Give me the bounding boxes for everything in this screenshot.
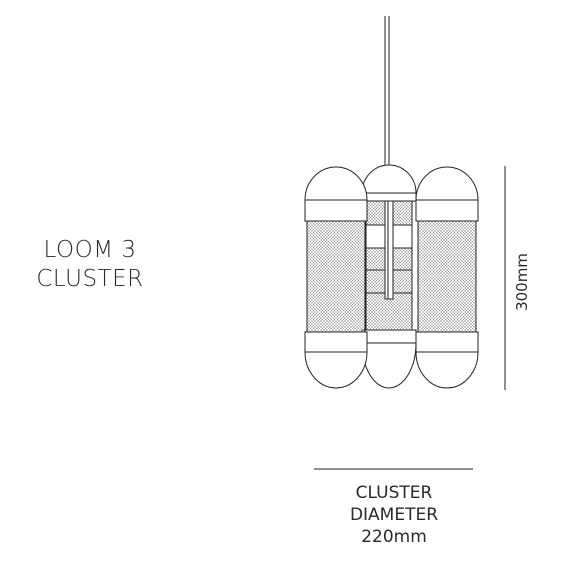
height-dimension-label: 300mm <box>513 253 531 311</box>
diameter-value: 220mm <box>361 527 427 547</box>
title-line-2: CLUSTER <box>36 266 144 292</box>
right-tube-bottom-cap <box>415 351 479 389</box>
diameter-label-line-1: CLUSTER <box>355 483 433 503</box>
product-title: LOOM 3 CLUSTER <box>20 236 160 294</box>
middle-tube-top-cap <box>361 164 417 194</box>
diameter-label-line-2: DIAMETER <box>349 505 439 525</box>
right-tube-top-cap <box>415 166 479 201</box>
middle-tube-bottom-cap <box>361 342 417 389</box>
right-tube-bottom-band <box>415 331 479 353</box>
title-line-1: LOOM 3 <box>43 237 137 263</box>
left-tube-mesh <box>306 220 366 333</box>
lamp-tube-right <box>415 166 479 389</box>
right-tube-top-band <box>415 199 479 222</box>
middle-tube-bottom-band <box>361 329 417 344</box>
diameter-dimension-label: CLUSTER DIAMETER 220mm <box>294 482 494 548</box>
central-bracket <box>365 200 413 300</box>
right-tube-mesh <box>417 220 477 333</box>
suspension-cable <box>384 16 390 180</box>
lamp-tube-left <box>304 166 368 389</box>
left-tube-top-band <box>304 199 368 222</box>
middle-tube-top-band <box>361 192 417 202</box>
left-tube-bottom-cap <box>304 351 368 389</box>
left-tube-top-cap <box>304 166 368 201</box>
left-tube-bottom-band <box>304 331 368 353</box>
